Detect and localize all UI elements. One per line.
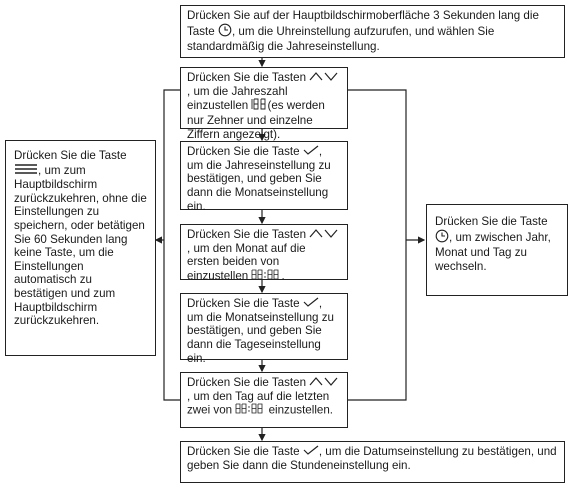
checkmark-icon: [303, 145, 319, 159]
step-6-text-a: Drücken Sie die Tasten: [187, 376, 307, 389]
step-1-text-a: Drücken Sie auf der Hauptbildschirmoberf…: [187, 9, 539, 38]
checkmark-icon: [303, 445, 319, 459]
right-info-box: Drücken Sie die Taste , um zwischen Jahr…: [426, 204, 568, 296]
left-box-text-a: Drücken Sie die Taste: [14, 149, 127, 162]
step-2-text-a: Drücken Sie die Tasten: [187, 71, 307, 84]
left-bracket: [163, 89, 181, 401]
step-7-box: Drücken Sie die Taste , um die Datumsein…: [180, 441, 565, 483]
clock-icon: [435, 229, 449, 247]
step-3-text-a: Drücken Sie die Taste: [187, 145, 300, 158]
right-box-text-a: Drücken Sie die Taste: [435, 215, 548, 228]
step-2-text-c: (es werden nur Zehner und einzelne Ziffe…: [187, 99, 325, 141]
step-2-box: Drücken Sie die Tasten , um die Jahresza…: [180, 67, 348, 141]
segment-digits-icon: [235, 403, 265, 418]
step-4-box: Drücken Sie die Tasten , um den Monat au…: [180, 224, 348, 283]
left-info-box: Drücken Sie die Taste , um zum Hauptbild…: [5, 140, 156, 356]
step-6-box: Drücken Sie die Tasten , um den Tag auf …: [180, 372, 348, 428]
step-2-text-b: , um die Jahreszahl einzustellen: [187, 84, 288, 113]
step-1-box: Drücken Sie auf der Hauptbildschirmoberf…: [180, 5, 565, 58]
step-4-text-b: , um den Monat auf die ersten beiden von…: [187, 241, 306, 283]
step-7-text-a: Drücken Sie die Taste: [187, 445, 300, 458]
up-down-arrows-icon: [309, 71, 339, 85]
right-bracket: [348, 89, 407, 401]
checkmark-icon: [303, 297, 319, 311]
step-5-text-a: Drücken Sie die Taste: [187, 297, 300, 310]
up-down-arrows-icon: [309, 376, 339, 390]
step-5-text-b: , um die Monatseinstellung zu bestätigen…: [187, 297, 334, 365]
step-4-text-a: Drücken Sie die Tasten: [187, 228, 307, 241]
step-3-box: Drücken Sie die Taste , um die Jahresein…: [180, 141, 348, 213]
segment-digits-icon: [251, 269, 281, 284]
step-1-text-b: , um die Uhreinstellung aufzurufen, und …: [187, 24, 495, 54]
step-4-text-c: .: [281, 269, 285, 283]
right-box-text-b: , um zwischen Jahr, Monat und Tag zu wec…: [435, 230, 551, 273]
step-5-box: Drücken Sie die Taste , um die Monatsein…: [180, 293, 348, 365]
step-6-text-c: einzustellen.: [268, 403, 334, 417]
step-7-text-b: , um die Datumseinstellung zu bestätigen…: [187, 445, 557, 472]
menu-icon: [14, 163, 38, 179]
step-6-text-b: , um den Tag auf die letzten zwei von: [187, 389, 330, 417]
clock-icon: [218, 23, 232, 41]
up-down-arrows-icon: [309, 228, 339, 242]
step-3-text-b: , um die Jahreseinstellung zu bestätigen…: [187, 145, 331, 213]
segment-digits-icon: [251, 98, 267, 114]
left-box-text-b: , um zum Hauptbildschirm zurückzukehren,…: [14, 163, 147, 328]
